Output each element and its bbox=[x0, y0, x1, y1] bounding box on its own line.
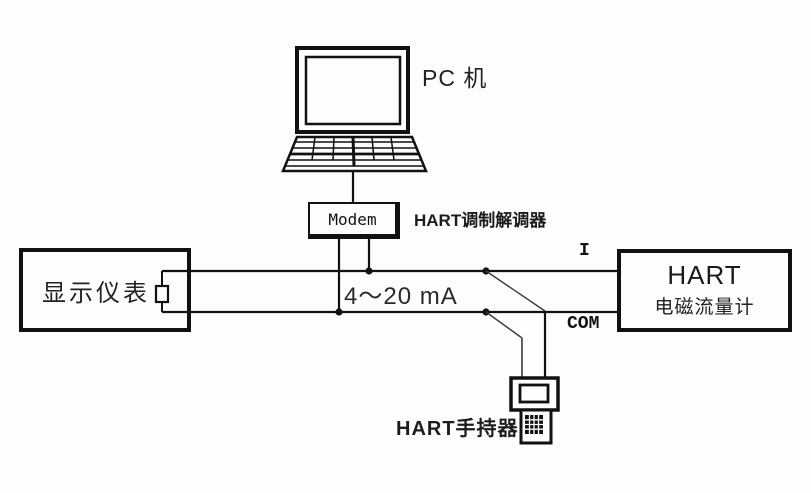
laptop-icon bbox=[281, 46, 428, 173]
wire-i-label: I bbox=[579, 241, 590, 261]
flowmeter-title: HART bbox=[667, 259, 742, 290]
flowmeter-subtitle: 电磁流量计 bbox=[654, 297, 755, 319]
modem-label: Modem bbox=[328, 209, 377, 229]
wire-com-label: COM bbox=[567, 314, 600, 334]
signal-range-label: 4～20 mA bbox=[344, 283, 458, 310]
display-instrument-label: 显示仪表 bbox=[42, 279, 150, 307]
display-instrument-box: 显示仪表 bbox=[19, 248, 191, 332]
flowmeter-box: HART 电磁流量计 bbox=[617, 249, 792, 332]
modem-caption: HART调制解调器 bbox=[414, 211, 547, 230]
handheld-tap-wires bbox=[485, 270, 547, 379]
modem-box: Modem bbox=[308, 202, 400, 239]
pc-label: PC 机 bbox=[422, 65, 488, 91]
handheld-caption: HART手持器 bbox=[396, 418, 519, 440]
